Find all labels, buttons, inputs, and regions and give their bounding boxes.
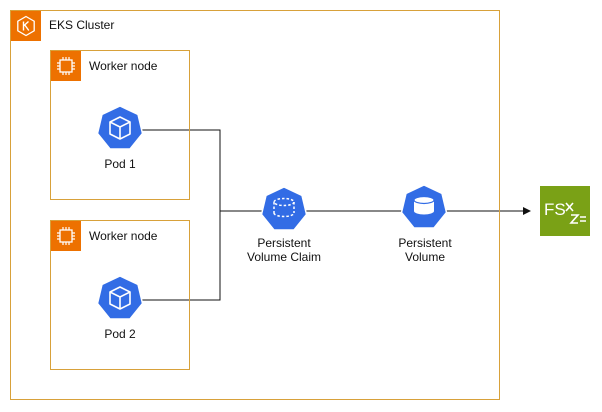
worker-node-title: Worker node	[89, 229, 158, 243]
k8s-pod-icon	[96, 275, 144, 326]
eks-cluster-group: EKS Cluster	[10, 10, 500, 400]
svg-text:FS: FS	[544, 200, 566, 219]
pv-label-line1: Persistent	[398, 236, 452, 250]
ec2-chip-icon	[51, 51, 81, 81]
worker-node-title: Worker node	[89, 59, 158, 73]
worker-node-1: Worker node	[50, 50, 190, 200]
pv-label-line2: Volume	[404, 250, 446, 264]
connector-pod1-to-pvc	[141, 129, 265, 212]
k8s-pod-icon	[96, 105, 144, 156]
pod-1-label: Pod 1	[104, 157, 136, 171]
pvc-label-line1: Persistent	[257, 236, 311, 250]
pod-2-label: Pod 2	[104, 327, 136, 341]
k8s-pv-icon	[400, 184, 448, 235]
cluster-title: EKS Cluster	[49, 18, 115, 32]
ec2-chip-icon	[51, 221, 81, 251]
k8s-pvc-icon	[260, 186, 308, 237]
connector-pod2-to-pvc	[141, 211, 221, 301]
worker-node-2: Worker node	[50, 220, 190, 370]
eks-icon	[11, 11, 41, 41]
pvc-label-line2: Volume Claim	[246, 250, 322, 264]
fsx-icon: FS	[540, 186, 590, 241]
